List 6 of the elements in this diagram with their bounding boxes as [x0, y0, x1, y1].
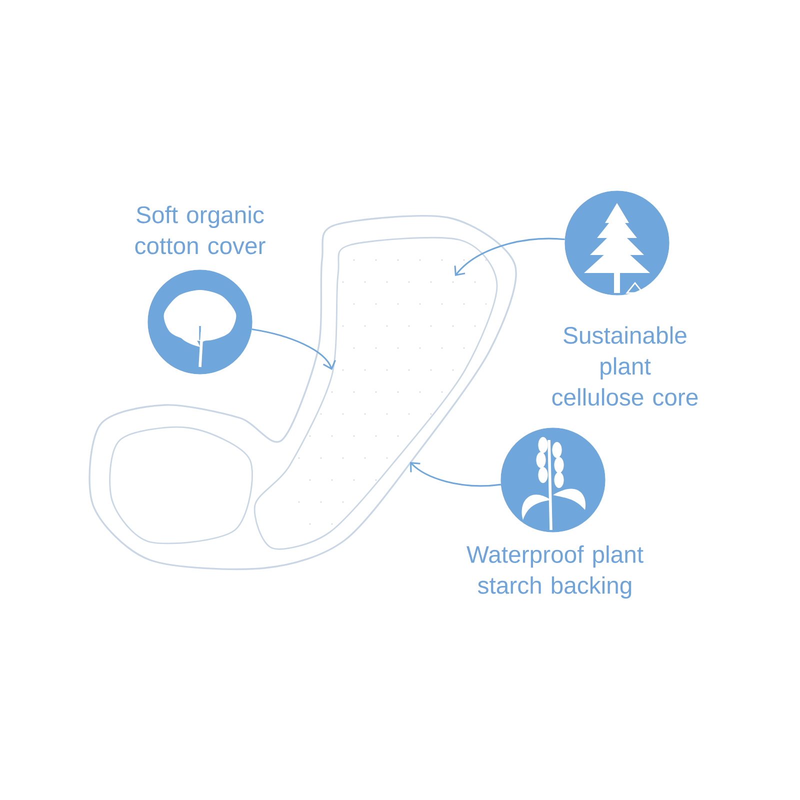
node-label: Sustainable plant cellulose core: [552, 326, 698, 406]
arrow: [454, 238, 565, 276]
node-label: Soft organic cotton cover: [135, 206, 266, 254]
arrow: [252, 328, 336, 370]
arrow: [410, 462, 501, 487]
node-label: Waterproof plant starch backing: [466, 545, 644, 599]
